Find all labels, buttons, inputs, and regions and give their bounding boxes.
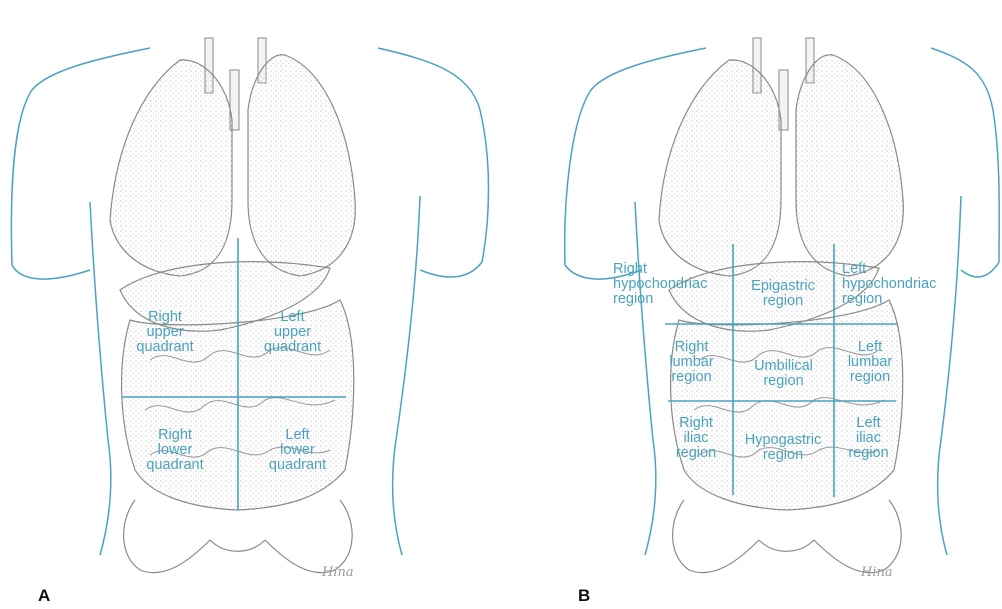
panel-letter: A bbox=[38, 586, 50, 606]
label-line: quadrant bbox=[140, 458, 210, 473]
label-left-iliac-region: Left iliac region bbox=[841, 416, 896, 461]
label-line: Epigastric bbox=[738, 279, 828, 294]
panel-b: Right hypochondriac region Epigastric re… bbox=[501, 0, 1002, 609]
label-line: quadrant bbox=[130, 340, 200, 355]
artist-signature: Hina bbox=[861, 565, 893, 580]
torso-illustration bbox=[0, 0, 501, 609]
label-right-lower-quadrant: Right lower quadrant bbox=[140, 428, 210, 473]
label-line: Left bbox=[841, 416, 896, 431]
left-lung bbox=[248, 55, 355, 276]
label-line: region bbox=[666, 446, 726, 461]
panel-a: Right upper quadrant Left upper quadrant… bbox=[0, 0, 501, 609]
label-right-lumbar-region: Right lumbar region bbox=[664, 340, 719, 385]
label-line: Umbilical bbox=[741, 359, 826, 374]
label-line: Left bbox=[842, 262, 936, 277]
label-line: hypochondriac bbox=[842, 277, 936, 292]
label-line: hypochondriac bbox=[613, 277, 707, 292]
label-line: Left bbox=[255, 310, 330, 325]
label-line: Right bbox=[140, 428, 210, 443]
label-line: lumbar bbox=[840, 355, 900, 370]
label-line: Right bbox=[666, 416, 726, 431]
label-left-lower-quadrant: Left lower quadrant bbox=[260, 428, 335, 473]
label-line: region bbox=[738, 294, 828, 309]
label-line: lumbar bbox=[664, 355, 719, 370]
label-line: quadrant bbox=[255, 340, 330, 355]
label-line: Right bbox=[664, 340, 719, 355]
label-line: upper bbox=[130, 325, 200, 340]
label-line: Right bbox=[130, 310, 200, 325]
label-hypogastric-region: Hypogastric region bbox=[737, 433, 829, 463]
label-line: Hypogastric bbox=[737, 433, 829, 448]
label-line: iliac bbox=[841, 431, 896, 446]
label-line: Left bbox=[840, 340, 900, 355]
label-line: region bbox=[664, 370, 719, 385]
label-line: region bbox=[841, 446, 896, 461]
label-line: lower bbox=[260, 443, 335, 458]
label-line: quadrant bbox=[260, 458, 335, 473]
label-left-lumbar-region: Left lumbar region bbox=[840, 340, 900, 385]
pelvis bbox=[673, 500, 902, 573]
label-line: iliac bbox=[666, 431, 726, 446]
label-line: region bbox=[842, 292, 936, 307]
label-left-hypochondriac-region: Left hypochondriac region bbox=[842, 262, 936, 307]
pelvis bbox=[124, 500, 353, 573]
label-right-upper-quadrant: Right upper quadrant bbox=[130, 310, 200, 355]
label-line: region bbox=[737, 448, 829, 463]
label-epigastric-region: Epigastric region bbox=[738, 279, 828, 309]
label-left-upper-quadrant: Left upper quadrant bbox=[255, 310, 330, 355]
label-line: lower bbox=[140, 443, 210, 458]
artist-signature: Hina bbox=[322, 565, 354, 580]
label-line: region bbox=[741, 374, 826, 389]
label-line: Right bbox=[613, 262, 707, 277]
label-line: region bbox=[613, 292, 707, 307]
label-umbilical-region: Umbilical region bbox=[741, 359, 826, 389]
right-lung bbox=[659, 60, 781, 276]
panel-letter: B bbox=[578, 586, 590, 606]
left-lung bbox=[796, 55, 903, 276]
label-right-hypochondriac-region: Right hypochondriac region bbox=[613, 262, 707, 307]
label-line: upper bbox=[255, 325, 330, 340]
label-line: region bbox=[840, 370, 900, 385]
label-right-iliac-region: Right iliac region bbox=[666, 416, 726, 461]
right-lung bbox=[110, 60, 232, 276]
label-line: Left bbox=[260, 428, 335, 443]
